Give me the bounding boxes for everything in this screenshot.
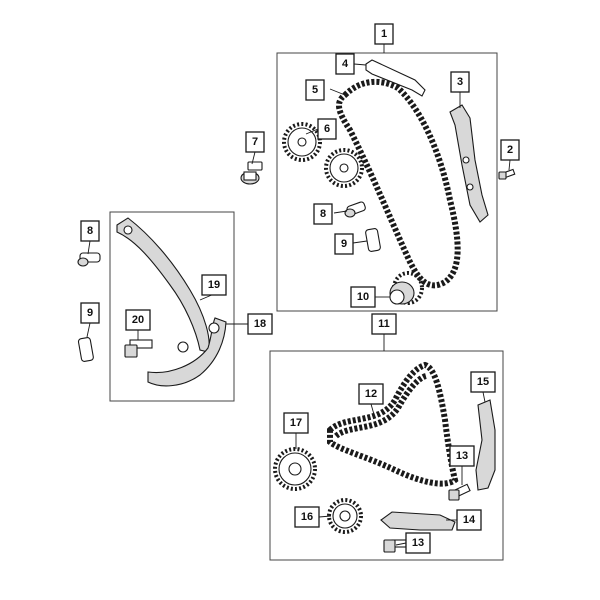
callout-8-upper: 8 <box>313 203 333 225</box>
callout-17: 17 <box>283 412 309 434</box>
callout-14: 14 <box>456 509 482 531</box>
callout-10: 10 <box>350 286 376 308</box>
plug-part-8-left <box>77 252 101 267</box>
callout-9-left: 9 <box>80 302 100 324</box>
svg-text:19: 19 <box>208 279 220 291</box>
svg-text:1: 1 <box>381 28 387 40</box>
callout-7: 7 <box>245 131 265 153</box>
svg-text:9: 9 <box>341 238 347 250</box>
svg-text:13: 13 <box>456 450 468 462</box>
svg-text:6: 6 <box>324 123 330 135</box>
sprocket-part-17 <box>273 447 317 491</box>
bolt-part-13-upper <box>448 483 471 501</box>
svg-text:13: 13 <box>412 537 424 549</box>
guide-rail-part-18 <box>147 317 227 387</box>
chain-guide-part <box>449 104 489 223</box>
svg-text:3: 3 <box>457 76 463 88</box>
camshaft-sprocket-left <box>282 122 322 162</box>
chain-tensioner-part-15 <box>475 399 496 491</box>
sleeve-part-9-upper <box>365 228 381 252</box>
callout-6: 6 <box>317 118 337 140</box>
sprocket-part-16 <box>327 498 363 534</box>
svg-text:15: 15 <box>477 376 489 388</box>
callout-13-upper: 13 <box>449 445 475 467</box>
callout-20: 20 <box>125 309 151 331</box>
callout-3: 3 <box>450 71 470 93</box>
svg-text:5: 5 <box>312 84 318 96</box>
svg-text:7: 7 <box>252 136 258 148</box>
plug-part-8-upper <box>344 201 366 218</box>
callout-8-left: 8 <box>80 220 100 242</box>
callout-13-lower: 13 <box>405 532 431 554</box>
callout-19: 19 <box>201 274 227 296</box>
callout-5: 5 <box>305 79 325 101</box>
svg-text:4: 4 <box>342 58 349 70</box>
group-box-upper-chain <box>276 52 498 312</box>
group-box-lower-chain <box>269 350 504 561</box>
tensioner-arm-part <box>365 59 426 97</box>
callout-2: 2 <box>500 139 520 161</box>
bolt-part-13-lower <box>383 539 407 553</box>
svg-text:12: 12 <box>365 388 377 400</box>
guide-rail-part-19 <box>116 217 210 353</box>
chain-guide-part-14 <box>380 511 456 531</box>
svg-text:9: 9 <box>87 307 93 319</box>
svg-text:20: 20 <box>132 314 144 326</box>
callout-9-upper: 9 <box>334 233 354 255</box>
svg-text:16: 16 <box>301 511 313 523</box>
svg-text:10: 10 <box>357 291 369 303</box>
lower-timing-chain <box>327 361 459 487</box>
callout-11: 11 <box>371 313 397 335</box>
callout-1: 1 <box>374 23 394 45</box>
callout-15: 15 <box>470 371 496 393</box>
svg-text:8: 8 <box>320 208 326 220</box>
sleeve-part-9-left <box>77 337 94 362</box>
svg-text:2: 2 <box>507 144 513 156</box>
leader-lines <box>86 44 511 546</box>
svg-text:14: 14 <box>463 514 476 526</box>
svg-text:11: 11 <box>378 318 390 330</box>
group-box-guide-rail <box>109 211 235 402</box>
callout-4: 4 <box>335 53 355 75</box>
svg-text:17: 17 <box>290 417 302 429</box>
bolt-part-20 <box>124 339 153 358</box>
bolt-part-2 <box>498 168 516 180</box>
callout-18: 18 <box>247 313 273 335</box>
svg-text:8: 8 <box>87 225 93 237</box>
svg-text:18: 18 <box>254 318 266 330</box>
crankshaft-sprocket-part-10 <box>389 271 424 305</box>
callout-12: 12 <box>358 383 384 405</box>
upper-timing-chain <box>336 78 461 289</box>
callout-16: 16 <box>294 506 320 528</box>
sprocket-bolt-part-7 <box>240 161 263 185</box>
camshaft-sprocket-right <box>324 148 364 188</box>
